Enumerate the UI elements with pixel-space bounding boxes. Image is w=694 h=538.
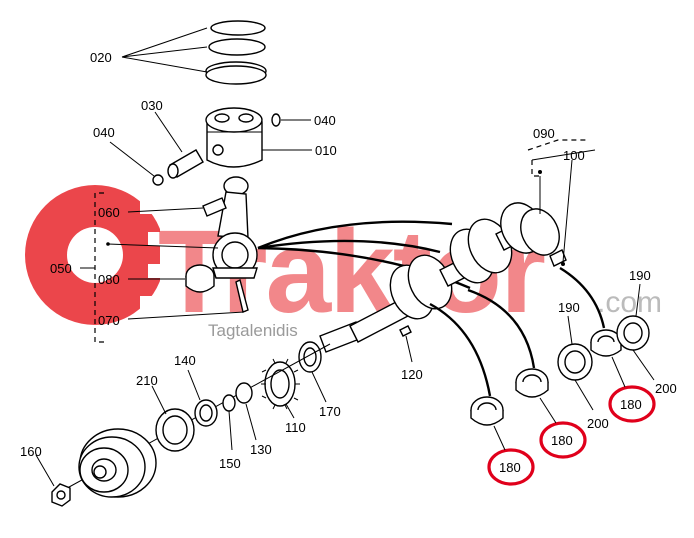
label-190-right: 190 — [629, 268, 651, 283]
label-100: 100 — [563, 148, 585, 163]
highlight-180 — [608, 385, 656, 423]
label-190-left: 190 — [558, 300, 580, 315]
label-160: 160 — [20, 444, 42, 459]
crankshaft — [319, 202, 567, 353]
thrust-washer — [616, 315, 650, 351]
highlight-180 — [487, 448, 535, 486]
oil-seal — [155, 408, 195, 452]
key — [399, 325, 412, 337]
crank-gear — [261, 358, 300, 410]
main-bearing — [470, 396, 504, 426]
spacer-ring — [235, 382, 253, 404]
main-bearing — [590, 329, 622, 357]
label-210: 210 — [136, 373, 158, 388]
front-bearing — [298, 341, 322, 373]
label-060: 060 — [98, 205, 120, 220]
rod-bearing — [185, 264, 215, 293]
label-040-left: 040 — [93, 125, 115, 140]
label-180-3: 180 — [620, 397, 642, 412]
label-090: 090 — [533, 126, 555, 141]
label-140: 140 — [174, 353, 196, 368]
label-080: 080 — [98, 272, 120, 287]
label-050: 050 — [50, 261, 72, 276]
main-bearing — [515, 368, 549, 398]
thrust-washer — [557, 343, 593, 381]
piston-pin — [167, 149, 204, 179]
label-120: 120 — [401, 367, 423, 382]
label-130: 130 — [250, 442, 272, 457]
piston-rings — [205, 20, 267, 85]
crank-pulley — [78, 428, 157, 498]
gear-logo-icon — [25, 185, 200, 325]
watermark-suffix: .com — [597, 286, 662, 319]
highlight-180 — [539, 421, 587, 459]
label-180-1: 180 — [499, 460, 521, 475]
label-150: 150 — [219, 456, 241, 471]
watermark: Traktor .com Tagtalenidis — [25, 185, 662, 340]
label-040-right: 040 — [314, 113, 336, 128]
label-200-right: 200 — [655, 381, 677, 396]
o-ring — [222, 394, 236, 412]
watermark-tagline: Tagtalenidis — [208, 321, 298, 340]
label-030: 030 — [141, 98, 163, 113]
piston — [205, 107, 263, 168]
label-110: 110 — [285, 420, 306, 435]
pulley-nut — [51, 483, 71, 507]
label-010: 010 — [315, 143, 337, 158]
rod-bushing — [202, 197, 227, 217]
circlip — [152, 174, 164, 186]
label-180-2: 180 — [551, 433, 573, 448]
label-170: 170 — [319, 404, 341, 419]
label-070: 070 — [98, 313, 120, 328]
collar — [194, 399, 218, 427]
label-200-left: 200 — [587, 416, 609, 431]
circlip — [271, 113, 281, 127]
label-020: 020 — [90, 50, 112, 65]
